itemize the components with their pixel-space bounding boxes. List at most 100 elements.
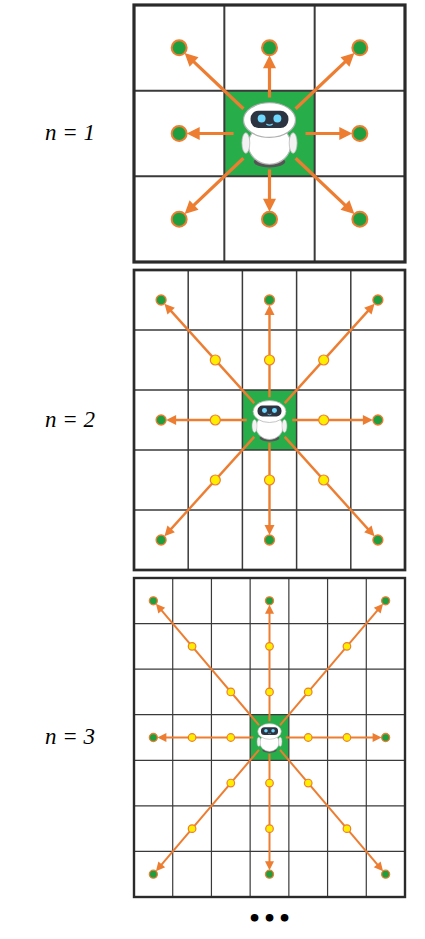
pass-dot [188,734,196,742]
arrow-head [265,861,274,870]
pass-dot [343,734,351,742]
pass-dot [304,688,312,696]
target-dot [149,734,157,742]
pass-dot [188,825,196,833]
move-arrow [280,750,378,866]
target-dot [352,212,367,227]
target-dot [172,126,187,141]
move-arrow [160,750,258,866]
arrow-head [363,415,373,425]
arrow-head [374,861,383,871]
move-arrow [285,437,369,530]
move-arrow [268,66,271,97]
arrow-head [373,733,382,742]
arrow-head [265,605,274,614]
pass-dot [343,643,351,651]
target-dot [382,870,390,878]
move-arrow [285,310,369,403]
pass-dot [210,475,220,485]
robot-icon [257,724,282,753]
arrow-head [157,733,166,742]
pass-dot [227,779,235,787]
move-arrow [193,61,244,109]
robot-icon [252,401,287,442]
arrow-head [263,199,276,212]
panel-label: n = 2 [45,407,95,433]
move-arrow [170,437,254,530]
pass-dot [304,779,312,787]
move-arrow [170,310,254,403]
target-dot [149,870,157,878]
grid-panel [134,578,405,897]
arrow-head [364,304,374,315]
move-arrow [305,132,341,135]
pass-dot [304,734,312,742]
pass-dot [210,415,220,425]
move-arrow [160,609,258,725]
pass-dot [227,688,235,696]
target-dot [266,870,274,878]
arrow-head [364,526,374,537]
grid-panel [134,270,405,570]
panel-label: n = 1 [45,120,95,146]
target-dot [156,415,166,425]
pass-dot [319,415,329,425]
target-dot [266,597,274,605]
target-dot [352,40,367,55]
target-dot [382,734,390,742]
arrow-head [339,127,352,140]
pass-dot [319,475,329,485]
move-arrow [280,609,378,725]
move-arrow [286,737,375,739]
pass-dot [266,825,274,833]
target-dot [373,535,383,545]
arrow-head [156,604,165,614]
target-dot [352,126,367,141]
move-arrow [296,61,347,109]
target-dot [172,212,187,227]
robot-icon [242,103,297,168]
target-dot [172,40,187,55]
arrow-head [156,861,165,871]
move-arrow [198,132,234,135]
target-dot [265,535,275,545]
arrow-head [187,127,200,140]
pass-dot [266,688,274,696]
arrow-head [265,305,275,315]
arrow-head [164,304,174,315]
target-dot [149,597,157,605]
target-dot [156,295,166,305]
pass-dot [266,643,274,651]
arrow-head [166,415,176,425]
pass-dot [227,734,235,742]
target-dot [262,212,277,227]
target-dot [382,597,390,605]
arrow-head [340,200,354,214]
pass-dot [265,355,275,365]
arrow-head [164,526,174,537]
continuation-dots: ••• [247,906,292,931]
pass-dot [265,475,275,485]
grid-panel [134,5,405,262]
pass-dot [210,355,220,365]
grid-border [134,270,405,570]
grid-border [134,5,405,262]
move-arrow [269,754,271,863]
pass-dot [266,779,274,787]
arrow-head [185,200,199,214]
target-dot [373,295,383,305]
pass-dot [319,355,329,365]
pass-dot [343,825,351,833]
move-arrow [269,612,271,721]
move-arrow [164,737,253,739]
move-arrow [296,158,347,206]
panel-label: n = 3 [45,724,95,750]
target-dot [265,295,275,305]
grid-border [134,578,405,897]
pass-dot [188,643,196,651]
arrow-head [185,53,199,67]
arrow-head [265,525,275,535]
target-dot [156,535,166,545]
move-arrow [193,158,244,206]
